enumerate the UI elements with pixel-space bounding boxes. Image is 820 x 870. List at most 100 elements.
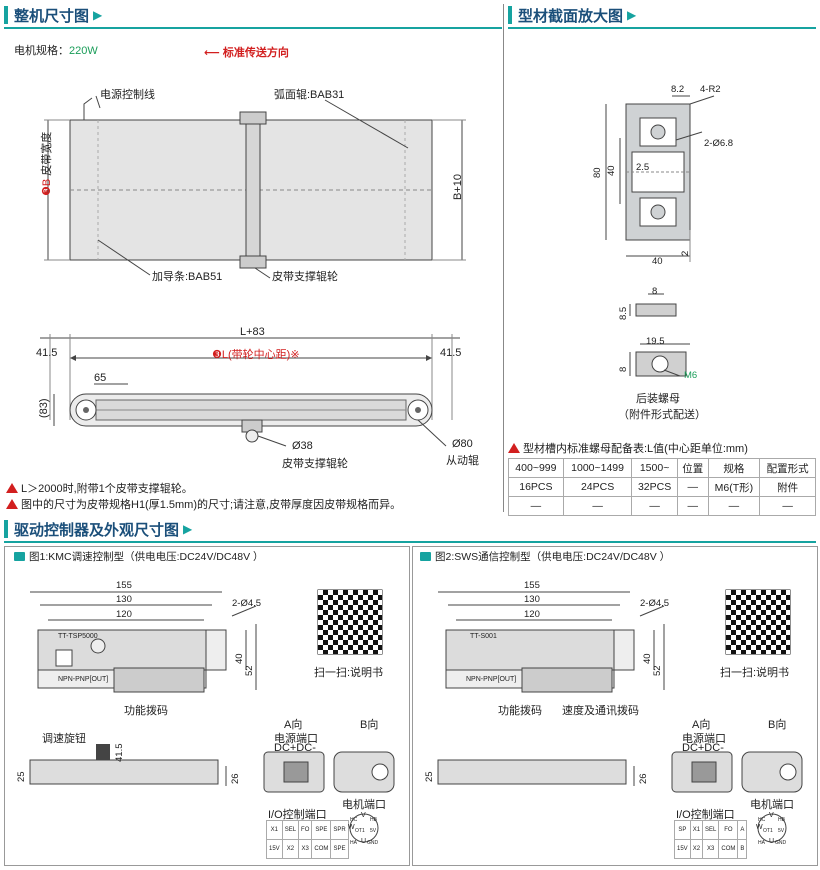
section-header-driver: 驱动控制器及外观尺寸图▶ xyxy=(4,518,192,540)
pin-hb: HB xyxy=(370,817,377,823)
profile-dim-40h: 40 xyxy=(652,256,663,267)
fig1-b-dir: B向 xyxy=(360,719,379,731)
image-icon xyxy=(14,552,25,561)
play-arrow-icon: ▶ xyxy=(183,522,193,536)
header-underline xyxy=(4,27,502,29)
fig2-qr-text: 扫一扫:说明书 xyxy=(720,667,790,679)
fig1-func-switch: 功能拨码 xyxy=(124,705,168,717)
fig1-panel xyxy=(4,546,410,866)
pin-u: U xyxy=(769,838,775,845)
pin-gnd: GND xyxy=(775,840,787,846)
fig2-dim-25: 25 xyxy=(424,771,435,782)
pin-ha: HA xyxy=(758,840,765,846)
fig2-panel xyxy=(412,546,818,866)
pin-ot1: OT1 xyxy=(763,828,773,834)
warning-icon xyxy=(6,499,18,509)
table-row: — — — — — — xyxy=(508,496,816,516)
fig2-dim-155: 155 xyxy=(524,580,540,591)
pin-w: W xyxy=(348,824,355,831)
fig1-io-port: I/O控制端口 xyxy=(268,809,327,821)
fig1-dim-41-5: 41.5 xyxy=(114,743,125,763)
warning-icon xyxy=(508,443,520,453)
note-1: L＞2000时,附带1个皮带支撑辊轮。 xyxy=(6,480,193,496)
motor-spec: 电机规格：220W xyxy=(14,45,98,57)
pin-v: V xyxy=(361,812,366,819)
fig2-title: 图2:SWS通信控制型（供电电压:DC24V/DC48V ） xyxy=(420,549,670,564)
play-arrow-icon: ▶ xyxy=(93,8,103,22)
fig2-dim-26: 26 xyxy=(638,773,649,784)
nut-m6: M6 xyxy=(684,370,698,381)
fig2-dim-40: 40 xyxy=(642,653,653,664)
fig1-model: TT-TSP5000 xyxy=(58,633,98,640)
profile-dim-8-2: 8.2 xyxy=(671,84,685,95)
fig1-dim-155: 155 xyxy=(116,580,132,591)
pin-ha: HA xyxy=(350,840,357,846)
fig1-speed-knob: 调速旋钮 xyxy=(42,733,86,745)
fig2-dim-130: 130 xyxy=(524,594,540,605)
section-header-overall: 整机尺寸图▶ xyxy=(4,4,102,26)
driven-roller-label: 从动辊 xyxy=(446,455,479,467)
fig2-a-dir: A向 xyxy=(692,719,711,731)
overall-top-view-drawing xyxy=(40,95,466,447)
section-header-profile: 型材截面放大图▶ xyxy=(508,4,636,26)
power-cable-label: 电源控制线 xyxy=(100,89,155,101)
pin-hb: HB xyxy=(778,817,785,823)
table-row: 16PCS 24PCS 32PCS — M6(T形) 附件 xyxy=(508,477,816,497)
pin-hc: HC xyxy=(350,817,358,823)
fig1-a-dir: A向 xyxy=(284,719,303,731)
arc-roller-label: 弧面辊:BAB31 xyxy=(274,89,345,101)
fig1-dim-120: 120 xyxy=(116,609,132,620)
fig2-dc: DC+DC- xyxy=(682,742,724,754)
dim-l-plus-83: L+83 xyxy=(240,326,265,338)
fig1-title: 图1:KMC调速控制型（供电电压:DC24V/DC48V ） xyxy=(14,549,264,564)
dim-l-center: ❸L(带轮中心距)※ xyxy=(212,349,300,361)
pin-u: U xyxy=(361,838,367,845)
table-row: 400~999 1000~1499 1500~ 位置 规格 配置形式 xyxy=(508,458,816,478)
rear-nut-note: （附件形式配送） xyxy=(618,409,706,421)
header-underline xyxy=(508,27,816,29)
fig1-dim-25: 25 xyxy=(16,771,27,782)
fig1-dim-40: 40 xyxy=(234,653,245,664)
nut-dim-8: 8 xyxy=(652,286,658,297)
dim-right-41-5: 41.5 xyxy=(440,347,462,359)
pin-w: W xyxy=(756,824,763,831)
fig1-dim-52: 52 xyxy=(244,665,255,676)
play-arrow-icon: ▶ xyxy=(627,8,637,22)
direction-label: ⟵ 标准传送方向 xyxy=(204,47,289,59)
qr-code-icon[interactable] xyxy=(318,590,382,654)
fig1-npn: NPN-PNP[OUT] xyxy=(58,676,109,683)
fig2-hole: 2-Ø4.5 xyxy=(640,598,670,609)
fig2-npn: NPN-PNP[OUT] xyxy=(466,676,517,683)
fig2-model: TT-S001 xyxy=(470,633,497,640)
nut-dim-19-5: 19.5 xyxy=(646,336,665,347)
image-icon xyxy=(420,552,431,561)
fig2-speed-comm: 速度及通讯拨码 xyxy=(562,705,639,717)
pin-5v: 5V xyxy=(370,828,377,834)
fig1-dim-26: 26 xyxy=(230,773,241,784)
profile-drawing xyxy=(605,95,715,377)
support-roller-label-bottom: 皮带支撑辊轮 xyxy=(282,458,348,470)
fig1-power-port: 电源端口 xyxy=(274,733,318,745)
nut-table: 400~999 1000~1499 1500~ 位置 规格 配置形式 16PCS… xyxy=(508,458,816,516)
fig2-dim-120: 120 xyxy=(524,609,540,620)
dim-65: 65 xyxy=(94,372,107,384)
fig1-qr-text: 扫一扫:说明书 xyxy=(314,667,384,679)
pin-ot1: OT1 xyxy=(355,828,365,834)
fig1-motor-port: 电机端口 xyxy=(342,799,386,811)
profile-dim-2-5: 2.5 xyxy=(636,162,650,173)
dim-80: Ø80 xyxy=(452,438,473,450)
fig2-b-dir: B向 xyxy=(768,719,787,731)
profile-dim-4-r2: 4-R2 xyxy=(700,84,721,95)
pin-5v: 5V xyxy=(778,828,785,834)
fig2-dim-52: 52 xyxy=(652,665,663,676)
pin-v: V xyxy=(769,812,774,819)
qr-code-icon[interactable] xyxy=(726,590,790,654)
fig2-power-port: 电源端口 xyxy=(682,733,726,745)
column-divider xyxy=(503,4,504,512)
dim-left-41-5: 41.5 xyxy=(36,347,58,359)
